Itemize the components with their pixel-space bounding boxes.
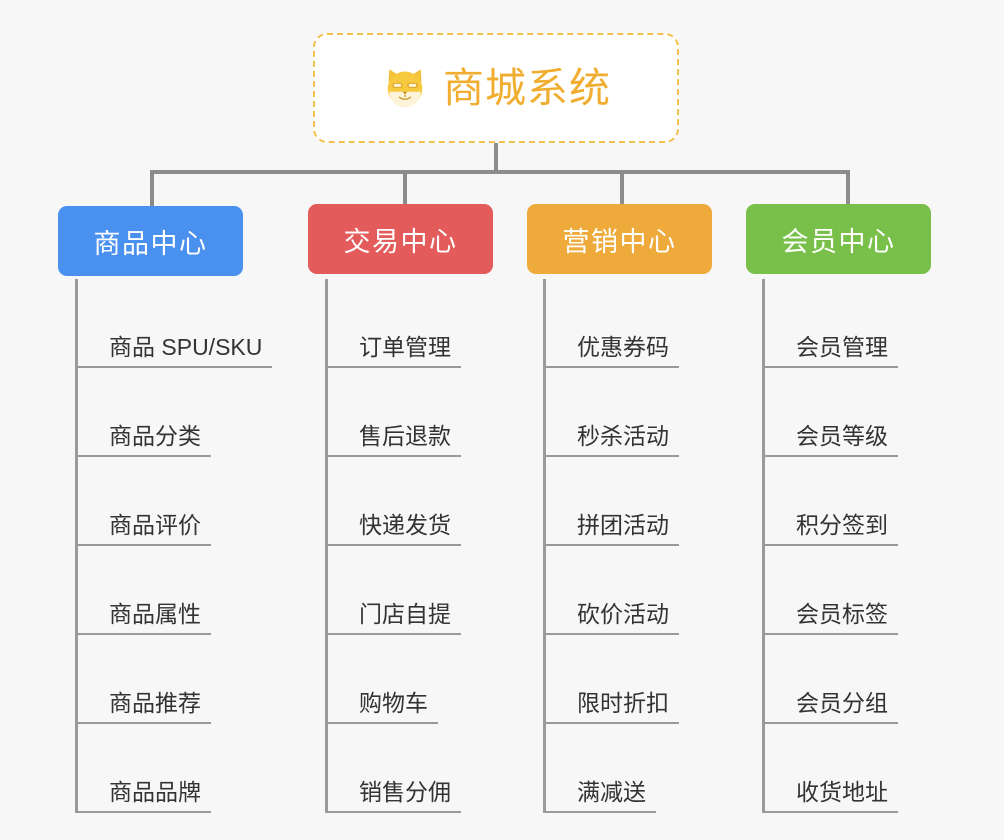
- list-item-label: 商品属性: [75, 601, 211, 635]
- list-item-label: 收货地址: [762, 779, 898, 813]
- list-item[interactable]: 商品分类: [75, 368, 272, 457]
- list-item-label: 商品评价: [75, 512, 211, 546]
- list-item-label: 优惠券码: [543, 334, 679, 368]
- column-rail-2: [325, 279, 328, 813]
- item-column-1: 商品 SPU/SKU 商品分类 商品评价 商品属性 商品推荐 商品品牌: [75, 279, 273, 813]
- column-rail-3: [543, 279, 546, 813]
- list-item-label: 限时折扣: [543, 690, 679, 724]
- category-box-1[interactable]: 商品中心: [58, 206, 243, 276]
- list-item[interactable]: 秒杀活动: [543, 368, 679, 457]
- list-item[interactable]: 商品品牌: [75, 724, 272, 813]
- list-item[interactable]: 销售分佣: [325, 724, 461, 813]
- item-column-4: 会员管理 会员等级 积分签到 会员标签 会员分组 收货地址: [762, 279, 898, 813]
- connector-horizontal-bus: [150, 170, 850, 174]
- list-item[interactable]: 商品属性: [75, 546, 272, 635]
- list-item-label: 满减送: [543, 779, 656, 813]
- list-item-label: 销售分佣: [325, 779, 461, 813]
- category-title-4: 会员中心: [781, 226, 896, 257]
- item-column-2: 订单管理 售后退款 快递发货 门店自提 购物车 销售分佣: [325, 279, 461, 813]
- list-item-label: 会员管理: [762, 334, 898, 368]
- list-item-label: 砍价活动: [543, 601, 679, 635]
- list-item[interactable]: 砍价活动: [543, 546, 679, 635]
- list-item[interactable]: 售后退款: [325, 368, 461, 457]
- list-item[interactable]: 订单管理: [325, 279, 461, 368]
- list-item-label: 拼团活动: [543, 512, 679, 546]
- list-item[interactable]: 会员等级: [762, 368, 898, 457]
- connector-drop-4: [846, 170, 850, 206]
- category-title-1: 商品中心: [93, 228, 208, 259]
- list-item-label: 订单管理: [325, 334, 461, 368]
- list-item[interactable]: 商品 SPU/SKU: [75, 279, 273, 368]
- column-rail-4: [762, 279, 765, 813]
- list-item[interactable]: 门店自提: [325, 546, 461, 635]
- list-item[interactable]: 会员标签: [762, 546, 898, 635]
- list-item[interactable]: 满减送: [543, 724, 679, 813]
- category-box-3[interactable]: 营销中心: [527, 204, 712, 274]
- connector-root-stem: [494, 143, 498, 172]
- category-box-4[interactable]: 会员中心: [746, 204, 931, 274]
- list-item-label: 售后退款: [325, 423, 461, 457]
- list-item-label: 会员标签: [762, 601, 898, 635]
- list-item-label: 积分签到: [762, 512, 898, 546]
- list-item-label: 门店自提: [325, 601, 461, 635]
- list-item-label: 商品推荐: [75, 690, 211, 724]
- shiba-inu-icon: [387, 69, 423, 108]
- category-title-3: 营销中心: [562, 226, 677, 257]
- list-item[interactable]: 会员管理: [762, 279, 898, 368]
- list-item-label: 商品 SPU/SKU: [75, 334, 273, 368]
- list-item[interactable]: 快递发货: [325, 457, 461, 546]
- column-rail-1: [75, 279, 78, 813]
- category-box-2[interactable]: 交易中心: [308, 204, 493, 274]
- list-item-label: 商品品牌: [75, 779, 211, 813]
- list-item-label: 会员等级: [762, 423, 898, 457]
- root-node[interactable]: 商城系统: [313, 33, 679, 143]
- root-title: 商城系统: [443, 64, 611, 111]
- list-item[interactable]: 购物车: [325, 635, 461, 724]
- list-item[interactable]: 商品评价: [75, 457, 272, 546]
- category-title-2: 交易中心: [343, 226, 458, 257]
- list-item-label: 商品分类: [75, 423, 211, 457]
- list-item[interactable]: 优惠券码: [543, 279, 679, 368]
- list-item[interactable]: 拼团活动: [543, 457, 679, 546]
- list-item[interactable]: 限时折扣: [543, 635, 679, 724]
- connector-drop-1: [150, 170, 154, 206]
- connector-drop-2: [403, 170, 407, 206]
- list-item[interactable]: 积分签到: [762, 457, 898, 546]
- list-item[interactable]: 商品推荐: [75, 635, 272, 724]
- list-item[interactable]: 收货地址: [762, 724, 898, 813]
- list-item-label: 会员分组: [762, 690, 898, 724]
- list-item-label: 秒杀活动: [543, 423, 679, 457]
- connector-drop-3: [620, 170, 624, 206]
- item-column-3: 优惠券码 秒杀活动 拼团活动 砍价活动 限时折扣 满减送: [543, 279, 679, 813]
- list-item-label: 购物车: [325, 690, 438, 724]
- list-item[interactable]: 会员分组: [762, 635, 898, 724]
- list-item-label: 快递发货: [325, 512, 461, 546]
